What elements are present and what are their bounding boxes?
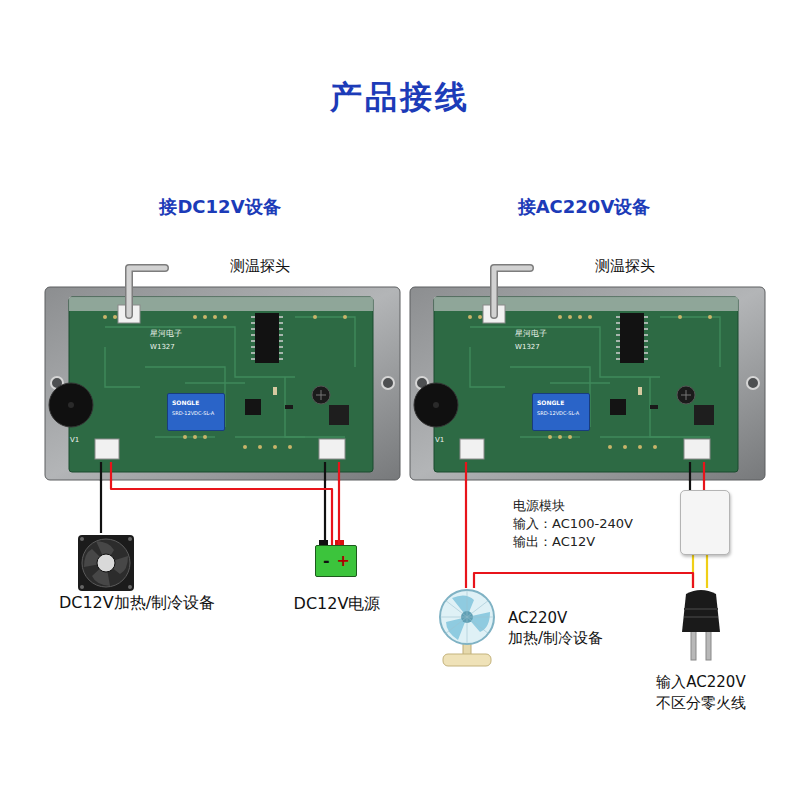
wire-line: [465, 480, 467, 588]
relay-brand: SONGLE: [172, 400, 199, 407]
wire-line: [474, 573, 693, 588]
ac-fan-symbol-part: [440, 590, 494, 644]
wire-stub-part: [324, 462, 326, 481]
wire-stub-part: [703, 462, 705, 481]
controller-board: 星河电子 W1327SONGLE SRD-12VDC-SL-A: [410, 287, 765, 480]
dc-fan-symbol-part: [128, 585, 132, 589]
silkscreen-text: W1327: [150, 343, 175, 351]
wire-stub-part: [110, 462, 112, 481]
dc-fan-symbol-part: [78, 535, 134, 591]
section-heading: 接DC12V设备: [159, 196, 280, 218]
device-label: DC12V加热/制冷设备: [59, 594, 215, 612]
device-label: AC220V 加热/制冷设备: [508, 608, 603, 649]
module-spec: 输入：AC100-240V: [513, 517, 633, 532]
probe-label: 测温探头: [595, 257, 655, 275]
probe-label: 测温探头: [230, 257, 290, 275]
wire-stub-part: [100, 462, 102, 481]
plug-symbol-part: [682, 590, 720, 632]
polarity-sign: +: [337, 552, 350, 570]
plug-label: 输入AC220V 不区分零火线: [656, 672, 746, 714]
text-line: AC220V: [508, 609, 567, 627]
wire: [466, 480, 467, 588]
ac-fan-symbol-part: [443, 654, 491, 666]
dc-battery: -+DC12V电源: [315, 545, 357, 577]
wire-stub-part: [338, 462, 340, 481]
wire-line: [703, 480, 705, 490]
relay-model: SRD-12VDC-SL-A: [172, 411, 214, 417]
wire-line: [338, 480, 340, 545]
silkscreen-text: 星河电子: [150, 329, 182, 338]
ac-device: AC220V 加热/制冷设备: [430, 588, 506, 668]
dc-device: DC12V加热/制冷设备: [76, 533, 136, 593]
dc-fan-symbol-part: [97, 554, 115, 572]
dc-fan-symbol-part: [80, 537, 84, 541]
dc-fan-symbol-part: [128, 537, 132, 541]
dc-fan-symbol-part: [84, 541, 128, 586]
wire: [690, 480, 704, 490]
module-spec: 输出：AC12V: [513, 535, 595, 550]
relay-box: SONGLE SRD-12VDC-SL-A: [167, 393, 225, 431]
ac-fan-symbol-part: [440, 590, 494, 644]
text-line: 加热/制冷设备: [508, 629, 603, 647]
power-module: 电源模块输入：AC100-240V输出：AC12V: [680, 490, 730, 555]
module-label: 电源模块: [513, 499, 565, 514]
plug-symbol-part: [691, 630, 696, 660]
section-heading: 接AC220V设备: [518, 196, 651, 218]
text-line: 输入AC220V: [656, 673, 745, 691]
plug-symbol-part: [684, 616, 718, 618]
ac-fan-symbol: [440, 590, 494, 666]
diagram-title: 产品接线: [0, 76, 800, 120]
right-board-art: [410, 268, 765, 480]
wire: [474, 573, 693, 588]
polarity-sign: -: [323, 552, 330, 570]
silkscreen-text: V1: [70, 436, 79, 444]
wire-stub-part: [689, 462, 691, 481]
wire: [693, 555, 707, 588]
plug-symbol: [682, 590, 720, 660]
plug-symbol-part: [684, 608, 718, 610]
wire: [101, 480, 102, 533]
dc-fan-symbol-part: [82, 539, 130, 587]
wire-stub: [101, 462, 704, 481]
silkscreen-text: W1327: [515, 343, 540, 351]
dc-fan-symbol: [78, 535, 134, 591]
device-label: DC12V电源: [294, 595, 381, 613]
wire-line: [706, 555, 708, 588]
wire: [111, 480, 332, 545]
dc-fan-symbol-part: [80, 585, 84, 589]
relay-box: SONGLE SRD-12VDC-SL-A: [532, 393, 590, 431]
text-line: 不区分零火线: [656, 694, 746, 712]
controller-board: 星河电子 W1327SONGLE SRD-12VDC-SL-A: [45, 287, 400, 480]
wire-line: [111, 480, 332, 545]
power-plug: 输入AC220V 不区分零火线: [678, 588, 724, 664]
left-board-art: [45, 268, 400, 480]
wire-stub-part: [465, 462, 467, 481]
wire-line: [689, 480, 691, 490]
wire-line: [100, 480, 102, 533]
relay-model: SRD-12VDC-SL-A: [537, 411, 579, 417]
silkscreen-text: 星河电子: [515, 329, 547, 338]
plug-symbol-part: [706, 630, 711, 660]
silkscreen-text: V1: [435, 436, 444, 444]
relay-brand: SONGLE: [537, 400, 564, 407]
